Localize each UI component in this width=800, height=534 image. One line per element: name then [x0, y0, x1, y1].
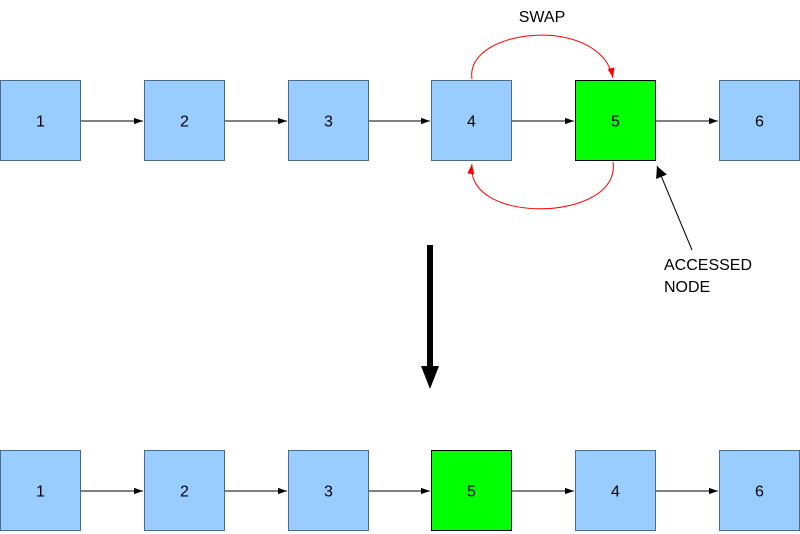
- before-node-3: 3: [288, 80, 369, 161]
- before-node-6: 6: [719, 80, 800, 161]
- node-label: 1: [36, 484, 45, 501]
- before-node-1: 1: [0, 80, 81, 161]
- before-node-5-accessed: 5: [575, 80, 656, 161]
- node-label: 2: [180, 114, 189, 131]
- node-label: 4: [467, 114, 476, 131]
- before-node-4: 4: [431, 80, 512, 161]
- after-node-5-accessed: 5: [431, 450, 512, 531]
- transition-down-arrow: [421, 245, 439, 389]
- after-node-1: 1: [0, 450, 81, 531]
- accessed-label-line-1: ACCESSED: [664, 257, 752, 274]
- after-node-2: 2: [144, 450, 225, 531]
- before-row: 1 2 3 4 5 6: [0, 80, 800, 161]
- accessed-pointer-arrow: [656, 165, 693, 251]
- after-row: 1 2 3 5 4 6: [0, 450, 800, 531]
- swap-arrow-top: [471, 34, 615, 80]
- node-label: 3: [324, 114, 333, 131]
- before-node-2: 2: [144, 80, 225, 161]
- node-label: 5: [467, 484, 476, 501]
- node-label: 5: [611, 114, 620, 131]
- after-node-3: 3: [288, 450, 369, 531]
- node-label: 3: [324, 484, 333, 501]
- node-label: 4: [611, 484, 620, 501]
- node-label: 6: [755, 484, 764, 501]
- node-label: 2: [180, 484, 189, 501]
- accessed-label-line-2: NODE: [664, 279, 710, 296]
- after-node-6: 6: [719, 450, 800, 531]
- swap-label: SWAP: [519, 9, 566, 26]
- node-label: 1: [36, 114, 45, 131]
- after-node-4: 4: [575, 450, 656, 531]
- node-label: 6: [755, 114, 764, 131]
- swap-arrow-bottom: [467, 161, 614, 210]
- accessed-node-label: ACCESSED NODE: [664, 257, 756, 296]
